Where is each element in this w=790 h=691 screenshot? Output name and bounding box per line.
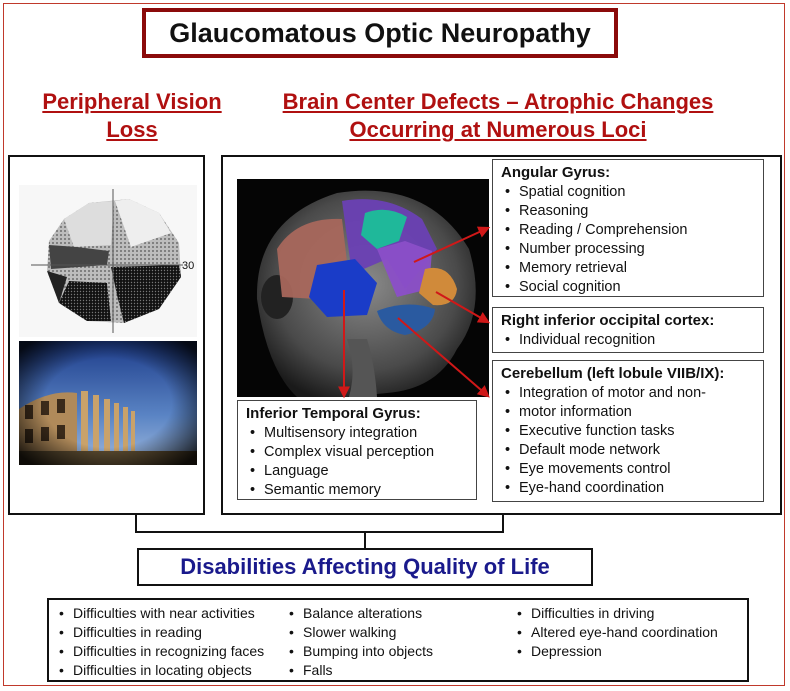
heading-line: Peripheral Vision bbox=[42, 89, 222, 114]
list-item: Difficulties in locating objects bbox=[55, 661, 264, 680]
list-item: Default mode network bbox=[501, 441, 755, 460]
connector-line bbox=[502, 515, 504, 533]
colosseum-photo bbox=[19, 341, 197, 465]
heading-line: Occurring at Numerous Loci bbox=[349, 117, 647, 142]
cerebellum-list: Integration of motor and non- motor info… bbox=[501, 384, 755, 498]
connector-line bbox=[364, 531, 366, 548]
list-item: Spatial cognition bbox=[501, 183, 755, 202]
list-item: Falls bbox=[285, 661, 433, 680]
angular-gyrus-green bbox=[361, 209, 407, 249]
list-item: motor information bbox=[501, 403, 755, 422]
list-item: Reasoning bbox=[501, 202, 755, 221]
list-item: Eye movements control bbox=[501, 460, 755, 479]
brain-defects-panel: Angular Gyrus: Spatial cognition Reasoni… bbox=[221, 155, 782, 515]
connector-line bbox=[135, 531, 504, 533]
inferior-temporal-list: Multisensory integration Complex visual … bbox=[246, 424, 468, 500]
list-item: Individual recognition bbox=[501, 331, 755, 350]
disabilities-column-1: Difficulties with near activities Diffic… bbox=[55, 604, 264, 680]
brainstem bbox=[347, 339, 377, 397]
page-title: Glaucomatous Optic Neuropathy bbox=[142, 8, 618, 58]
box-title: Inferior Temporal Gyrus: bbox=[246, 405, 421, 422]
list-item: Integration of motor and non- bbox=[501, 384, 755, 403]
visual-field-sector bbox=[64, 201, 114, 247]
inferior-temporal-box: Inferior Temporal Gyrus: Multisensory in… bbox=[237, 400, 477, 500]
visual-field-sector bbox=[111, 265, 181, 323]
list-item: Multisensory integration bbox=[246, 424, 468, 443]
list-item: Altered eye-hand coordination bbox=[513, 623, 718, 642]
angular-gyrus-list: Spatial cognition Reasoning Reading / Co… bbox=[501, 183, 755, 297]
visual-field-sector bbox=[47, 271, 67, 303]
visual-field-sector bbox=[115, 199, 171, 247]
visual-field-sector bbox=[49, 245, 109, 269]
cerebellum-box: Cerebellum (left lobule VIIB/IX): Integr… bbox=[492, 360, 764, 502]
brain-mri-image bbox=[237, 179, 489, 397]
list-item: Executive function tasks bbox=[501, 422, 755, 441]
list-item: Slower walking bbox=[285, 623, 433, 642]
list-item: Bumping into objects bbox=[285, 642, 433, 661]
visual-field-sector bbox=[59, 281, 111, 321]
list-item: Difficulties in driving bbox=[513, 604, 718, 623]
heading-line: Brain Center Defects – Atrophic Changes bbox=[282, 89, 714, 114]
outer-frame bbox=[3, 3, 785, 686]
disabilities-column-2: Balance alterations Slower walking Bumpi… bbox=[285, 604, 433, 680]
list-item: Reading / Comprehension bbox=[501, 221, 755, 240]
box-title: Right inferior occipital cortex: bbox=[501, 312, 715, 329]
connector-line bbox=[135, 515, 137, 533]
occipital-cortex-box: Right inferior occipital cortex: Individ… bbox=[492, 307, 764, 353]
list-item: Difficulties in reading bbox=[55, 623, 264, 642]
occipital-cortex-list: Individual recognition bbox=[501, 331, 755, 350]
visual-field-map: 30 bbox=[19, 185, 197, 337]
peripheral-vision-heading: Peripheral Vision Loss bbox=[8, 88, 256, 144]
heading-line: Loss bbox=[106, 117, 158, 142]
photo-vignette bbox=[19, 341, 197, 465]
peripheral-vision-panel: 30 bbox=[8, 155, 205, 515]
disabilities-column-3: Difficulties in driving Altered eye-hand… bbox=[513, 604, 718, 661]
list-item: Semantic memory bbox=[246, 481, 468, 500]
list-item: Difficulties in recognizing faces bbox=[55, 642, 264, 661]
angular-gyrus-box: Angular Gyrus: Spatial cognition Reasoni… bbox=[492, 159, 764, 297]
list-item: Complex visual perception bbox=[246, 443, 468, 462]
disabilities-title: Disabilities Affecting Quality of Life bbox=[137, 548, 593, 586]
list-item: Language bbox=[246, 462, 468, 481]
list-item: Balance alterations bbox=[285, 604, 433, 623]
list-item: Number processing bbox=[501, 240, 755, 259]
list-item: Social cognition bbox=[501, 278, 755, 297]
list-item: Memory retrieval bbox=[501, 259, 755, 278]
disabilities-panel: Difficulties with near activities Diffic… bbox=[47, 598, 749, 682]
temporal-region bbox=[309, 259, 377, 317]
brain-defects-heading: Brain Center Defects – Atrophic Changes … bbox=[252, 88, 744, 144]
list-item: Depression bbox=[513, 642, 718, 661]
box-title: Angular Gyrus: bbox=[501, 164, 611, 181]
box-title: Cerebellum (left lobule VIIB/IX): bbox=[501, 365, 725, 382]
list-item: Difficulties with near activities bbox=[55, 604, 264, 623]
list-item: Eye-hand coordination bbox=[501, 479, 755, 498]
axis-label-30: 30 bbox=[182, 260, 194, 272]
